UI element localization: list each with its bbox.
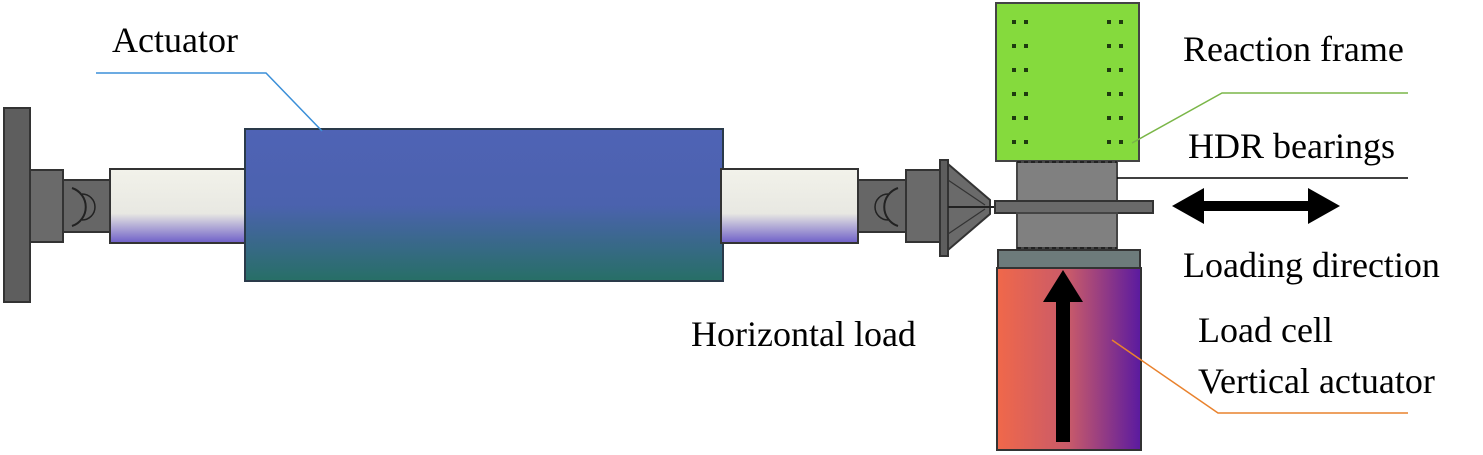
vertical-actuator-leader-line [1111,339,1408,414]
left-end-plate [3,107,31,303]
hdr-bearing-lower [1016,212,1118,249]
load-cell [997,249,1141,269]
reaction-frame-label: Reaction frame [1183,29,1404,69]
horizontal-load-label: Horizontal load [691,314,916,354]
loading-plate [994,200,1154,214]
reaction-frame [995,2,1140,162]
loading-head-plate [939,159,949,257]
actuator-body [244,128,724,282]
loading-head-block [905,169,943,243]
actuator-label: Actuator [112,20,238,60]
right-piston-rod [720,168,859,244]
vertical-actuator-label: Vertical actuator [1198,361,1435,401]
left-end-block [29,169,64,243]
double-headed-arrow-icon [1172,188,1340,224]
up-arrow-icon [1043,270,1083,442]
hdr-bearing-upper [1016,161,1118,203]
load-cell-label: Load cell [1198,310,1333,350]
actuator-leader-line [96,72,323,132]
reaction-frame-leader-line [1131,92,1408,144]
loading-direction-label: Loading direction [1183,245,1440,285]
reaction-frame-bolts [1012,20,1123,144]
right-hinge [857,179,909,233]
left-piston-rod [109,168,248,244]
left-hinge [62,179,111,233]
hdr-bearings-label: HDR bearings [1188,126,1395,166]
